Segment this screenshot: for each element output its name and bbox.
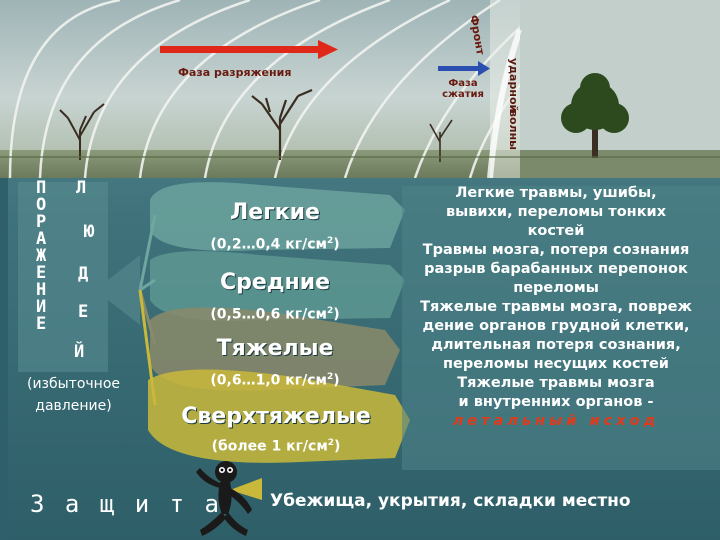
desc-medium-3: переломы [513, 280, 599, 296]
phase-compression-label: Фаза сжатия [442, 78, 484, 100]
letter: А [36, 229, 47, 249]
letter: П [36, 178, 47, 198]
letter: Д [78, 264, 89, 284]
desc-extreme-1: Тяжелые травмы мозга [457, 375, 655, 391]
category-medium: Средние (0,5…0,6 кг/см2) [160, 270, 390, 324]
shock-wave-illustration: Фаза разряжения Фаза сжатия [0, 0, 520, 178]
category-range: (более 1 кг/см2) [211, 438, 341, 455]
category-range: (0,5…0,6 кг/см2) [210, 306, 340, 323]
phase-rarefaction-label: Фаза разряжения [178, 66, 292, 79]
desc-medium-2: разрыв барабанных перепонок [424, 261, 688, 277]
pressure-note-line2: давление) [35, 398, 112, 414]
letter: О [36, 195, 47, 215]
category-name: Легкие [230, 200, 320, 225]
category-range: (0,2…0,4 кг/см2) [210, 236, 340, 253]
desc-light-3: костей [527, 223, 585, 239]
defense-text: Убежища, укрытия, складки местно [270, 491, 631, 511]
category-light: Легкие (0,2…0,4 кг/см2) [160, 200, 390, 254]
letter: Р [36, 212, 47, 232]
desc-light-2: вывихи, переломы тонких [445, 204, 667, 220]
photo-right [520, 0, 720, 178]
lethal-outcome: летальный исход [452, 413, 660, 429]
desc-heavy-3: длительная потеря сознания, [431, 337, 681, 353]
letter: Л [76, 178, 87, 198]
affected-people-label: П О Р А Ж Е Н И Е Л Ю Д Е Й [8, 180, 138, 435]
pressure-note: (избыточное давление) [6, 373, 141, 417]
category-extreme: Сверхтяжелые (более 1 кг/см2) [158, 404, 394, 456]
desc-heavy-1: Тяжелые травмы мозга, повреж [420, 299, 692, 315]
letter: Е [78, 302, 89, 322]
desc-light-1: Легкие травмы, ушибы, [455, 185, 657, 201]
letter: И [36, 297, 47, 317]
left-edge-strip [0, 178, 8, 540]
letter: Ю [84, 222, 95, 242]
desc-heavy-2: дение органов грудной клетки, [422, 318, 690, 334]
letter: Е [36, 263, 47, 283]
desc-extreme-2: и внутренних органов - [458, 394, 654, 410]
desc-heavy-4: переломы несущих костей [443, 356, 669, 372]
desc-medium-1: Травмы мозга, потеря сознания [422, 242, 690, 258]
defense-title: З а щ и т а [30, 490, 222, 518]
category-name: Средние [219, 270, 331, 295]
pressure-note-line1: (избыточное [26, 376, 121, 392]
letter: Ж [36, 246, 47, 266]
category-name: Тяжелые [216, 336, 334, 361]
letter: Й [74, 342, 85, 362]
running-figure-icon [196, 461, 252, 536]
category-name: Сверхтяжелые [181, 404, 371, 429]
category-range: (0,6…1,0 кг/см2) [210, 372, 340, 389]
category-heavy: Тяжелые (0,6…1,0 кг/см2) [160, 336, 390, 390]
letter: Н [36, 280, 47, 300]
injury-descriptions: Легкие травмы, ушибы, вывихи, переломы т… [392, 184, 720, 431]
letter: Е [36, 314, 47, 334]
